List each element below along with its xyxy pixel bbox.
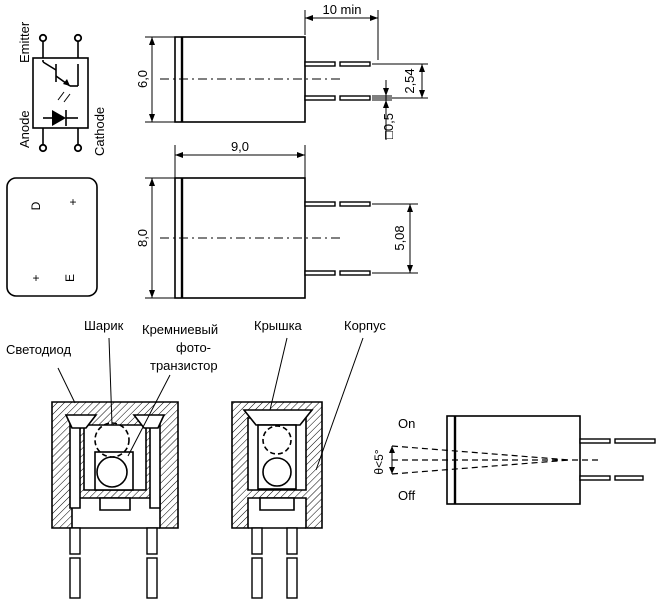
side-view-6mm: 10 min 6,0 2,54 □0,5 [135, 2, 428, 140]
tilt-off: Off [398, 488, 415, 503]
tilt-angle: θ<5° [372, 449, 386, 474]
cathode-label: Cathode [92, 107, 107, 156]
label-phototransistor-3: транзистор [150, 358, 218, 373]
anode-label: Anode [17, 110, 32, 148]
label-led: Светодиод [6, 342, 71, 357]
emitter-label: Emitter [17, 21, 32, 63]
package-top-view: D + + E [6, 177, 98, 297]
dim-2-54: 2,54 [402, 68, 417, 93]
dim-9-0: 9,0 [231, 139, 249, 154]
cross-section-front [51, 337, 179, 599]
schematic-symbol: Emitter Anode Cathode [17, 21, 107, 156]
dim-8-0: 8,0 [135, 229, 150, 247]
label-ball: Шарик [84, 318, 124, 333]
plus-mark-bottom: + [32, 271, 39, 285]
label-cap: Крышка [254, 318, 303, 333]
tilt-diagram: On Off θ<5° [372, 415, 656, 505]
dim-0-5: □0,5 [381, 113, 396, 139]
label-body: Корпус [344, 318, 386, 333]
dim-10min: 10 min [322, 2, 361, 17]
d-mark: D [29, 201, 43, 210]
cross-section-side [231, 337, 364, 599]
dim-5-08: 5,08 [392, 225, 407, 250]
label-phototransistor-1: Кремниевый [142, 322, 218, 337]
label-phototransistor-2: фото- [176, 340, 211, 355]
plus-mark-top: + [69, 195, 76, 209]
side-view-8mm: 9,0 8,0 5,08 [135, 139, 418, 299]
e-mark: E [63, 274, 77, 282]
tilt-on: On [398, 416, 415, 431]
dim-6-0: 6,0 [135, 70, 150, 88]
